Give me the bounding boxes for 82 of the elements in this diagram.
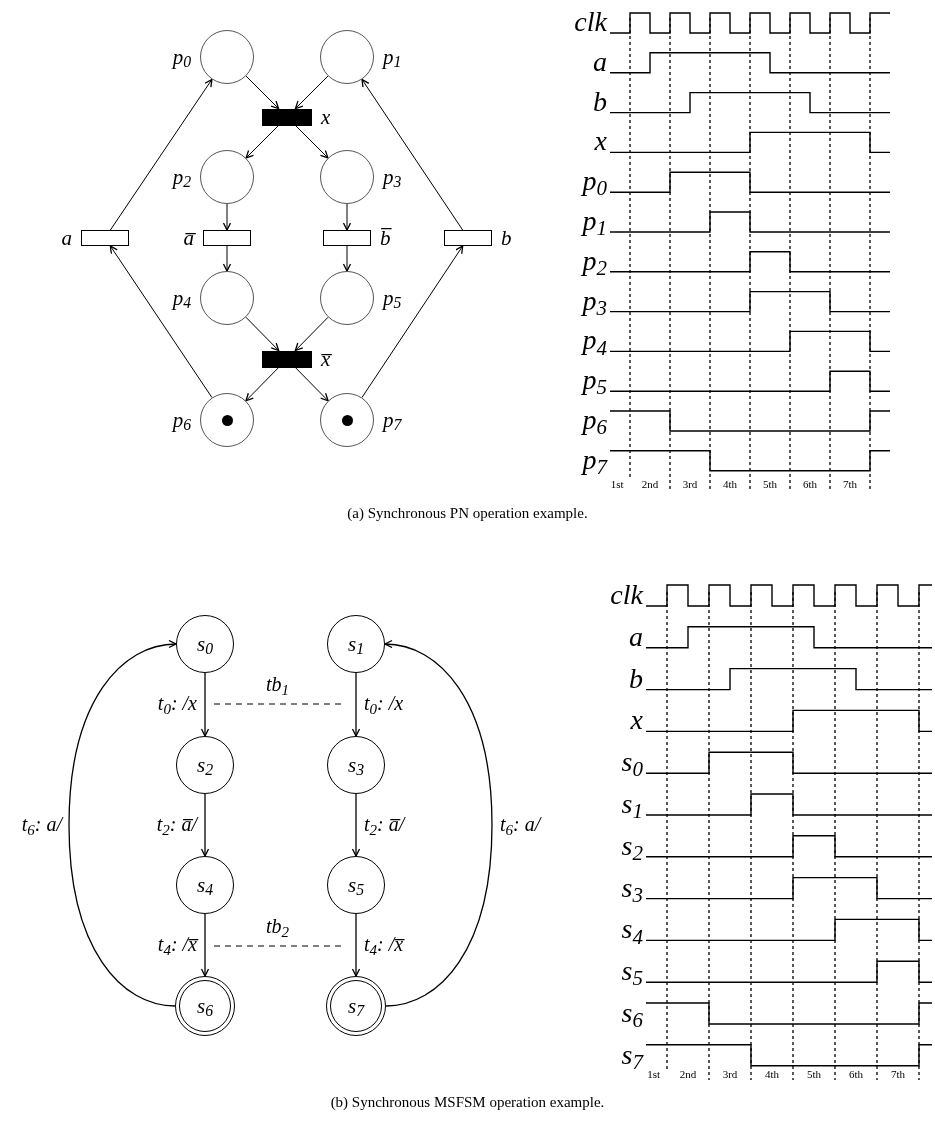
signal-name: s$_{2}$	[621, 831, 643, 860]
arrow	[109, 245, 213, 399]
transition-label: x̅	[321, 348, 331, 370]
state-label: s$_{0}$	[196, 633, 214, 655]
signal-name: p$_{5}$	[582, 366, 607, 395]
place-label: p$_{2}$	[172, 166, 191, 188]
signal-name: s$_{6}$	[621, 999, 643, 1027]
link-label: tb$_{1}$	[266, 674, 290, 694]
edge-label: t$_{6}$: a/	[21, 814, 62, 834]
figure-caption: (a) Synchronous PN operation example.	[346, 506, 589, 521]
signal-name: p$_{3}$	[582, 286, 607, 315]
edge-label: t$_{2}$: a̅/	[364, 814, 405, 834]
arrow	[361, 78, 464, 231]
arrow	[200, 913, 210, 977]
arrow	[245, 75, 280, 110]
arrow	[200, 793, 210, 857]
state-label: s$_{3}$	[347, 754, 365, 776]
arrow	[351, 793, 361, 857]
state-label: s$_{4}$	[196, 874, 214, 896]
signal-name: x	[594, 127, 607, 156]
edge-label: t$_{0}$: /x	[364, 693, 404, 713]
arrow	[200, 672, 210, 737]
edge-label: t$_{6}$: a/	[500, 814, 541, 834]
arrow	[351, 672, 361, 737]
transition-label: b	[501, 227, 512, 249]
place-label: p$_{1}$	[383, 46, 402, 68]
arrow	[222, 245, 232, 272]
arrow	[294, 75, 329, 110]
place-label: p$_{0}$	[172, 46, 191, 68]
transition-label: x	[321, 106, 331, 128]
arrow	[222, 203, 232, 231]
signal-name: s$_{4}$	[621, 915, 643, 944]
signal-name: x	[630, 706, 643, 735]
signal-name: s$_{0}$	[621, 748, 643, 777]
arrow	[68, 640, 177, 1007]
arrow	[342, 203, 352, 231]
place-label: p$_{3}$	[383, 166, 402, 188]
place-label: p$_{5}$	[383, 287, 402, 309]
signal-name: p$_{4}$	[582, 326, 607, 355]
place-label: p$_{4}$	[172, 287, 191, 309]
state-label: s$_{5}$	[347, 874, 365, 896]
state-label: s$_{7}$	[347, 995, 365, 1017]
signal-name: b	[593, 87, 607, 116]
arrow	[245, 125, 279, 159]
signal-name: a	[593, 47, 607, 76]
transition-label: b̅	[380, 227, 391, 249]
signal-name: p$_{1}$	[582, 207, 607, 235]
state-label: s$_{1}$	[347, 633, 365, 655]
edge-label: t$_{4}$: /x̅	[364, 934, 404, 954]
signal-name: p$_{7}$	[582, 445, 607, 474]
transition-label: a	[61, 227, 72, 249]
signal-name: s$_{5}$	[621, 957, 643, 986]
figure-caption: (b) Synchronous MSFSM operation example.	[329, 1095, 606, 1110]
arrow	[109, 78, 213, 231]
arrow	[342, 245, 352, 272]
transition-label: a̅	[183, 227, 194, 249]
signal-name: s$_{1}$	[621, 790, 643, 818]
signal-name: p$_{2}$	[582, 246, 607, 275]
arrow	[294, 367, 329, 402]
signal-name: p$_{6}$	[582, 406, 607, 434]
signal-name: clk	[610, 581, 643, 609]
edge-label: t$_{4}$: /x̅	[157, 934, 197, 954]
place-label: p$_{6}$	[172, 409, 191, 431]
arrow	[245, 367, 280, 402]
arrow	[294, 316, 329, 352]
place-label: p$_{7}$	[383, 409, 402, 431]
signal-name: s$_{3}$	[621, 873, 643, 902]
signal-name: s$_{7}$	[621, 1040, 643, 1069]
state-label: s$_{6}$	[196, 995, 214, 1017]
arrow	[295, 125, 329, 159]
signal-name: a	[629, 622, 643, 651]
signal-name: b	[629, 664, 643, 693]
state-label: s$_{2}$	[196, 754, 214, 776]
edge-label: t$_{0}$: /x	[157, 693, 197, 713]
edge-label: t$_{2}$: a̅/	[156, 814, 197, 834]
signal-name: clk	[574, 8, 607, 36]
arrow	[245, 316, 280, 352]
arrow	[351, 913, 361, 977]
arrow	[361, 245, 464, 398]
link-label: tb$_{2}$	[266, 916, 290, 936]
arrow	[384, 640, 493, 1007]
signal-name: p$_{0}$	[582, 167, 607, 196]
